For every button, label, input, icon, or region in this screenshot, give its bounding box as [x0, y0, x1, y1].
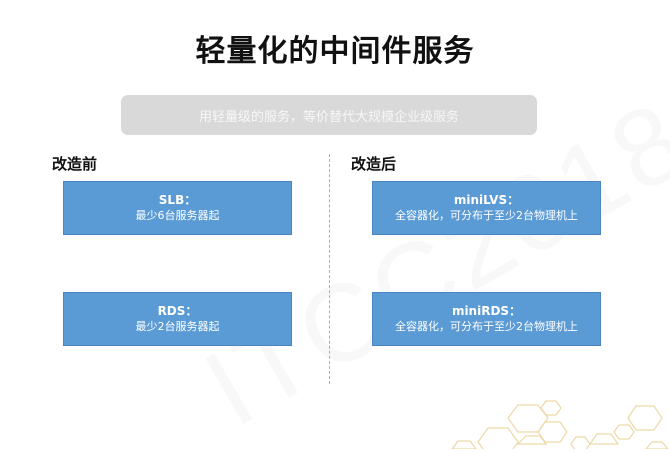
hexagon-decoration-icon [451, 400, 669, 449]
card-name: SLB： [158, 193, 197, 207]
banner-text: 用轻量级的服务，等价替代大规模企业级服务 [198, 109, 459, 125]
after-label: 改造后 [351, 155, 397, 173]
card-desc: 最少6台服务器起 [135, 209, 220, 222]
card-name: miniLVS： [453, 193, 520, 207]
card-minilvs: miniLVS： 全容器化，可分布于至少2台物理机上 [372, 181, 601, 235]
dashed-divider [329, 154, 330, 384]
card-slb: SLB： 最少6台服务器起 [63, 181, 292, 235]
card-desc: 全容器化，可分布于至少2台物理机上 [395, 209, 578, 222]
card-name: RDS： [157, 304, 198, 318]
card-name: miniRDS： [451, 304, 522, 318]
card-minirds: miniRDS： 全容器化，可分布于至少2台物理机上 [372, 292, 601, 346]
card-desc: 最少2台服务器起 [135, 320, 220, 333]
card-rds: RDS： 最少2台服务器起 [63, 292, 292, 346]
summary-banner: 用轻量级的服务，等价替代大规模企业级服务 [121, 95, 537, 135]
before-label: 改造前 [52, 155, 98, 173]
slide-title: 轻量化的中间件服务 [195, 34, 475, 69]
card-desc: 全容器化，可分布于至少2台物理机上 [395, 320, 578, 333]
